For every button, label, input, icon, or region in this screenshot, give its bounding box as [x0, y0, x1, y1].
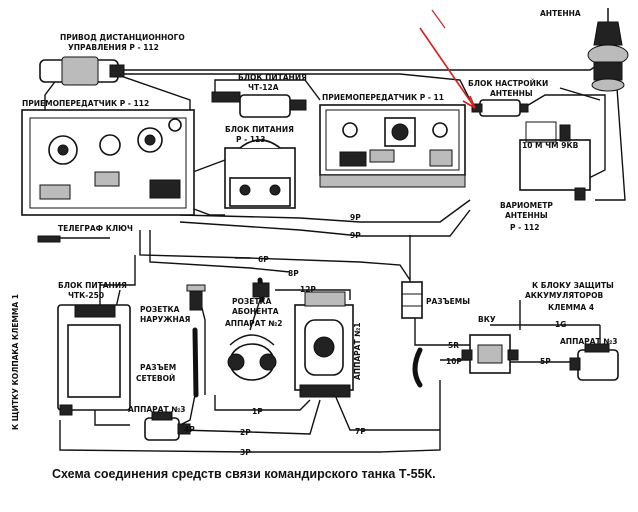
wire-label-6r: 6Р: [258, 255, 269, 264]
connectors: [401, 281, 423, 319]
wire-label-9r-b: 9Р: [350, 231, 361, 240]
label-tuning-freq: 10 М ЧМ 9КВ: [522, 141, 579, 150]
wire-label-1g: 1G: [555, 320, 566, 329]
wire-label-4r: 4Р: [184, 425, 195, 434]
wire-label-12r: 12Р: [300, 285, 316, 294]
psu-r113: [224, 139, 296, 209]
label-variometer-line3: Р - 112: [510, 223, 540, 232]
remote-drive: [39, 56, 125, 86]
wire-label-2r: 2Р: [240, 428, 251, 437]
wire-label-10r: 10Р: [446, 357, 462, 366]
label-transceiver-right: ПРИЕМОПЕРЕДАТЧИК Р - 11: [322, 93, 444, 102]
label-mains-line1: РАЗЪЕМ: [140, 363, 176, 372]
label-psu-r113-line2: Р - 113: [236, 135, 266, 144]
label-mains-line2: СЕТЕВОЙ: [136, 374, 175, 383]
device-3-left: [144, 411, 191, 441]
antenna: [587, 8, 629, 92]
label-tuning-line2: АНТЕННЫ: [490, 89, 533, 98]
socket-external: [186, 284, 206, 311]
label-device1: АППАРАТ №1: [353, 323, 362, 380]
wire-label-8r: 8Р: [288, 269, 299, 278]
label-battery-line1: К БЛОКУ ЗАЩИТЫ: [532, 281, 614, 290]
label-psu-r113-line1: БЛОК ПИТАНИЯ: [225, 125, 294, 134]
label-psu-ch12a-line2: ЧТ-12А: [248, 83, 279, 92]
psu-ch12a: [211, 91, 307, 118]
device-3-right: [569, 343, 619, 381]
label-vku: ВКУ: [478, 315, 496, 324]
transceiver-right: [319, 104, 466, 188]
label-psu-tchk-line2: ЧТК-250: [68, 291, 104, 300]
wire-label-1r: 1Р: [252, 407, 263, 416]
label-socket-sub-line2: АБОНЕНТА: [232, 307, 279, 316]
red-annotation-arrow: [419, 9, 476, 109]
vku-unit: [461, 334, 519, 374]
antenna-tuning-unit: [471, 99, 529, 117]
label-socket-ext-line2: НАРУЖНАЯ: [140, 315, 191, 324]
psu-tchk250: [57, 304, 131, 416]
label-psu-tchk-line1: БЛОК ПИТАНИЯ: [58, 281, 127, 290]
label-connectors: РАЗЪЕМЫ: [426, 297, 470, 306]
label-tuning-line1: БЛОК НАСТРОЙКИ: [468, 79, 548, 88]
label-antenna: АНТЕННА: [540, 9, 581, 18]
label-socket-ext-line1: РОЗЕТКА: [140, 305, 180, 314]
wire-label-3r: 3Р: [240, 448, 251, 457]
label-device3-right: АППАРАТ №3: [560, 337, 617, 346]
label-device3-left: АППАРАТ №3: [128, 405, 185, 414]
wire-label-5r-left: 5R: [448, 341, 459, 350]
label-psu-ch12a-line1: БЛОК ПИТАНИЯ: [238, 73, 307, 82]
label-transceiver-left: ПРИЕМОПЕРЕДАТЧИК Р - 112: [22, 99, 149, 108]
diagram-caption: Схема соединения средств связи командирс…: [52, 467, 436, 481]
label-drive-line1: ПРИВОД ДИСТАНЦИОННОГО: [60, 33, 185, 42]
label-drive-line2: УПРАВЛЕНИЯ Р - 112: [68, 43, 159, 52]
telegraph-key: [37, 235, 110, 243]
transceiver-left: [21, 109, 195, 216]
socket-subscriber: [252, 282, 270, 298]
label-variometer-line1: ВАРИОМЕТР: [500, 201, 553, 210]
wire-label-5r-right: 5Р: [540, 357, 551, 366]
wire-label-7r: 7Р: [355, 427, 366, 436]
label-battery-line3: КЛЕММА 4: [548, 303, 594, 312]
variometer: [519, 121, 591, 201]
device-2-headset: [227, 334, 277, 381]
label-side-vertical: К ЩИТКУ КОЛПАКА КЛЕММА 1: [11, 294, 20, 430]
label-socket-sub-line1: РОЗЕТКА: [232, 297, 272, 306]
device-1: [294, 291, 354, 398]
labels: АНТЕННА ПРИВОД ДИСТАНЦИОННОГО УПРАВЛЕНИЯ…: [11, 9, 617, 457]
label-variometer-line2: АНТЕННЫ: [505, 211, 548, 220]
label-device2: АППАРАТ №2: [225, 319, 282, 328]
wire-label-9r-a: 9Р: [350, 213, 361, 222]
label-telegraph-key: ТЕЛЕГРАФ КЛЮЧ: [58, 224, 133, 233]
label-battery-line2: АККУМУЛЯТОРОВ: [525, 291, 603, 300]
